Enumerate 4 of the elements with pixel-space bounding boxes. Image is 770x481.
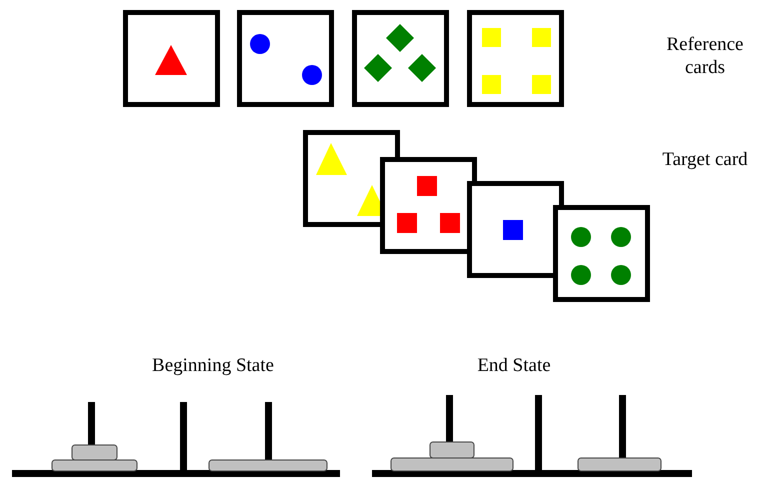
state-title: End State — [476, 354, 552, 377]
side-label: Reference cards — [666, 33, 744, 79]
state-title: Beginning State — [151, 354, 275, 377]
side-label: Target card — [661, 148, 749, 171]
